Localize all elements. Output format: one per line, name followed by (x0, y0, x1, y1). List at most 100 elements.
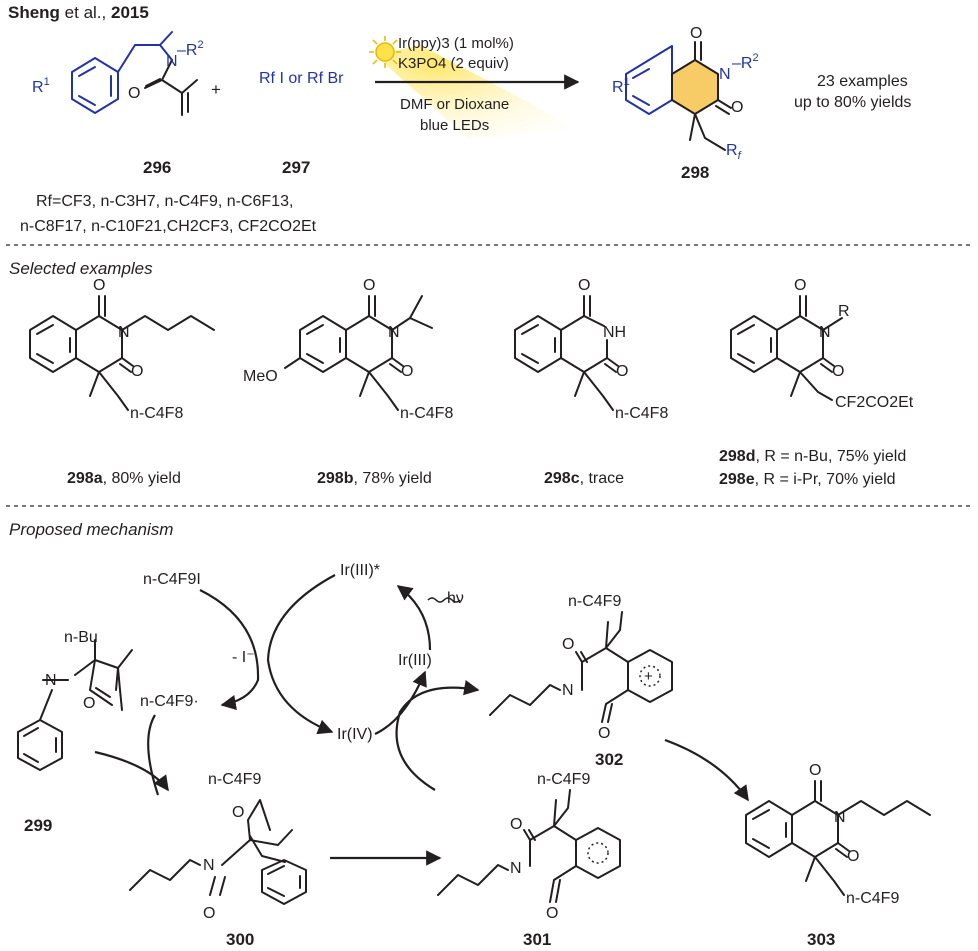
label-300: 300 (226, 930, 254, 949)
caption-298c-id: 298c (544, 470, 580, 487)
structure-299: N n-Bu O 299 (17, 629, 133, 835)
rf-group-301: n-C4F9 (537, 771, 590, 788)
o-301-bottom: O (546, 905, 558, 922)
caption-298b-id: 298b (317, 470, 354, 487)
ir4: Ir(IV) (337, 726, 373, 743)
iodide-loss: - I⁻ (232, 649, 255, 666)
o-298a-top: O (93, 277, 105, 294)
condition-solvent: DMF or Dioxane (400, 96, 509, 113)
caption-298a-text: , 80% yield (103, 470, 181, 487)
condition-catalyst: Ir(ppy)3 (1 mol%) (398, 35, 514, 52)
caption-298b-text: , 78% yield (353, 470, 431, 487)
arrow-iodide-to-radical (199, 589, 260, 711)
o-299: O (83, 695, 95, 712)
o-301-top: O (510, 816, 522, 833)
o-label-296: O (128, 85, 140, 102)
structure-298b: O N O MeO n-C4F8 298b, 78% yield (243, 277, 453, 487)
label-296: 296 (143, 158, 171, 177)
arrow-302-to-303 (664, 738, 749, 802)
condition-base: K3PO4 (2 equiv) (398, 55, 509, 72)
rf-list-line-2: n-C8F17, n-C10F21,CH2CF3, CF2CO2Et (20, 218, 317, 235)
structure-303: O N O n-C4F9 303 (745, 762, 931, 949)
structure-298c: O NH O n-C4F8 298c, trace (514, 277, 668, 487)
arrow-radical-to-300 (147, 714, 160, 796)
caption-298c: 298c, trace (544, 470, 624, 487)
caption-298d: 298d, R = n-Bu, 75% yield (719, 448, 906, 465)
n-298b: N (388, 324, 400, 341)
label-298: 298 (681, 163, 709, 182)
o-300-top: O (232, 804, 244, 821)
arrow-ir3star-to-ir4 (266, 574, 336, 735)
rf-list-line-1: Rf=CF3, n-C3H7, n-C4F9, n-C6F13, (36, 193, 293, 210)
structure-300: N O O n-C4F9 300 (129, 771, 307, 949)
substituent-298a: n-C4F8 (130, 405, 183, 422)
arrow-299-to-300 (94, 750, 169, 792)
o-302-bottom: O (598, 725, 610, 742)
group-298b: MeO (243, 368, 278, 385)
o-300-bottom: O (203, 905, 215, 922)
plus-302: + (644, 668, 653, 685)
n-300: N (203, 857, 215, 874)
nh-298c: NH (603, 324, 626, 341)
summary-yields: up to 80% yields (794, 94, 911, 111)
structure-298a: O N O n-C4F8 298a, 80% yield (29, 277, 215, 487)
label-303: 303 (807, 930, 835, 949)
sun-icon (375, 42, 395, 62)
arrow-ir4-to-ir3 (374, 670, 427, 735)
summary-examples: 23 examples (817, 73, 908, 90)
o-298c-top: O (578, 277, 590, 294)
condition-light: blue LEDs (420, 117, 489, 134)
caption-298a-id: 298a (67, 470, 103, 487)
plus-sign: + (211, 80, 221, 99)
reagent-297: Rf I or Rf Br (259, 70, 344, 87)
substituent-298c: n-C4F8 (615, 405, 668, 422)
substituent-298b: n-C4F8 (400, 405, 453, 422)
n-298d: N (819, 324, 831, 341)
structure-296: R1 N –R2 O 296 (32, 31, 204, 177)
o-label-298-right: O (731, 99, 743, 116)
o-302-top: O (562, 636, 574, 653)
hv-wave-icon (427, 597, 461, 603)
sun-rays-icon (369, 36, 401, 68)
structure-301: N O O n-C4F9 301 (437, 771, 621, 949)
rf-label-298: Rf (726, 142, 742, 162)
o-298a-right: O (131, 363, 143, 380)
caption-298d-text: , R = n-Bu, 75% yield (755, 448, 906, 465)
n-label-298: N (719, 66, 731, 83)
caption-298b: 298b, 78% yield (317, 470, 432, 487)
o-303-right: O (847, 848, 859, 865)
r2-label-298: –R2 (732, 52, 759, 72)
n-301: N (510, 860, 522, 877)
label-302: 302 (595, 750, 623, 769)
r1-label-298: R1 (612, 76, 630, 96)
citation-year: 2015 (111, 3, 149, 22)
n-303: N (834, 809, 846, 826)
label-301: 301 (523, 930, 551, 949)
label-299: 299 (24, 816, 52, 835)
caption-298c-text: , trace (580, 470, 625, 487)
arrow-ir3-to-ir3star (396, 585, 432, 651)
nbu-label-299: n-Bu (64, 629, 98, 646)
o-label-298-top: O (690, 25, 702, 42)
citation: Sheng et al., 2015 (8, 3, 149, 22)
citation-etal: et al., (60, 3, 111, 22)
rf-iodide: n-C4F9I (143, 571, 201, 588)
substituent-298d: CF2CO2Et (835, 394, 914, 411)
ir3-ground: Ir(III) (398, 652, 432, 669)
caption-298e: 298e, R = i-Pr, 70% yield (719, 471, 896, 488)
light-cone (375, 45, 577, 140)
rf-group-303: n-C4F9 (846, 890, 899, 907)
caption-298a: 298a, 80% yield (67, 470, 181, 487)
hv-label: hν (447, 590, 464, 607)
o-298b-top: O (363, 277, 375, 294)
label-297: 297 (282, 158, 310, 177)
r1-label-296: R1 (32, 76, 50, 96)
ir3-excited: Ir(III)* (340, 562, 380, 579)
caption-298e-id: 298e (719, 471, 755, 488)
o-303-top: O (809, 762, 821, 779)
arrow-301-to-302 (395, 680, 480, 791)
o-298c-right: O (616, 363, 628, 380)
o-298d-top: O (794, 277, 806, 294)
n-label-296: N (166, 53, 178, 70)
o-298d-right: O (832, 363, 844, 380)
